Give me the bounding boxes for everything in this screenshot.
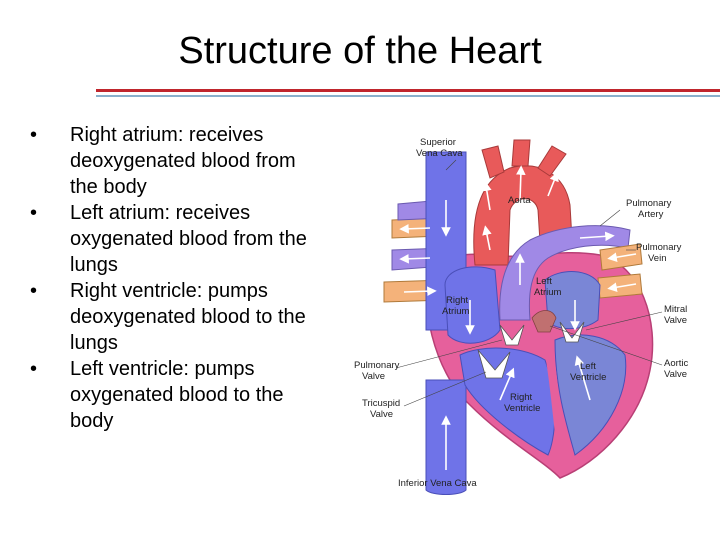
label-right-ventricle-2: Ventricle <box>504 403 540 414</box>
label-aorta: Aorta <box>508 195 531 206</box>
bullet-list: • Right atrium: receives deoxygenated bl… <box>30 122 350 434</box>
title-rule-blue <box>96 95 720 97</box>
flow-arrow <box>404 291 432 292</box>
label-pulmonary-valve-1: Pulmonary <box>354 360 400 371</box>
label-pulmonary-artery-2: Artery <box>638 209 664 220</box>
bullet-line: deoxygenated blood from <box>70 148 350 174</box>
bullet-marker: • <box>30 278 37 304</box>
bullet-item-right-ventricle: • Right ventricle: pumps deoxygenated bl… <box>30 278 350 356</box>
bullet-marker: • <box>30 200 37 226</box>
label-right-atrium-2: Atrium <box>442 306 470 317</box>
bullet-line: the body <box>70 174 350 200</box>
bullet-marker: • <box>30 356 37 382</box>
bullet-line: lungs <box>70 252 350 278</box>
label-right-atrium-1: Right <box>446 295 469 306</box>
leader-line <box>600 210 620 226</box>
bullet-line: deoxygenated blood to the <box>70 304 350 330</box>
label-left-ventricle-1: Left <box>580 361 596 372</box>
bullet-marker: • <box>30 122 37 148</box>
label-right-ventricle-1: Right <box>510 392 533 403</box>
label-pulmonary-vein-1: Pulmonary <box>636 242 682 253</box>
title-rule-red <box>96 89 720 92</box>
label-tricuspid-valve-1: Tricuspid <box>362 398 400 409</box>
label-aortic-valve-2: Valve <box>664 369 687 380</box>
label-left-atrium-1: Left <box>536 276 552 287</box>
flow-arrow <box>404 228 430 229</box>
label-pulmonary-artery-1: Pulmonary <box>626 198 672 209</box>
bullet-line: body <box>70 408 350 434</box>
label-inferior-vena-cava: Inferior Vena Cava <box>398 478 477 489</box>
label-superior-vena-cava-1: Superior <box>420 137 456 148</box>
bullet-line: Right ventricle: pumps <box>70 278 350 304</box>
label-left-atrium-2: Atrium <box>534 287 562 298</box>
label-pulmonary-valve-2: Valve <box>362 371 385 382</box>
flow-arrow <box>404 258 430 259</box>
bullet-line: oxygenated blood to the <box>70 382 350 408</box>
label-left-ventricle-2: Ventricle <box>570 372 606 383</box>
bullet-line: lungs <box>70 330 350 356</box>
aorta-branch-2 <box>512 140 530 166</box>
heart-diagram: Superior Vena Cava Aorta Pulmonary Arter… <box>340 120 720 500</box>
bullet-line: Left ventricle: pumps <box>70 356 350 382</box>
bullet-line: Left atrium: receives <box>70 200 350 226</box>
label-pulmonary-vein-2: Vein <box>648 253 667 264</box>
aorta-branch-1 <box>482 146 504 178</box>
slide-title: Structure of the Heart <box>0 30 720 73</box>
label-tricuspid-valve-2: Valve <box>370 409 393 420</box>
bullet-line: Right atrium: receives <box>70 122 350 148</box>
bullet-line: oxygenated blood from the <box>70 226 350 252</box>
bullet-item-left-atrium: • Left atrium: receives oxygenated blood… <box>30 200 350 278</box>
label-mitral-valve-1: Mitral <box>664 304 687 315</box>
label-aortic-valve-1: Aortic <box>664 358 689 369</box>
bullet-item-left-ventricle: • Left ventricle: pumps oxygenated blood… <box>30 356 350 434</box>
bullet-item-right-atrium: • Right atrium: receives deoxygenated bl… <box>30 122 350 200</box>
label-superior-vena-cava-2: Vena Cava <box>416 148 463 159</box>
label-mitral-valve-2: Valve <box>664 315 687 326</box>
